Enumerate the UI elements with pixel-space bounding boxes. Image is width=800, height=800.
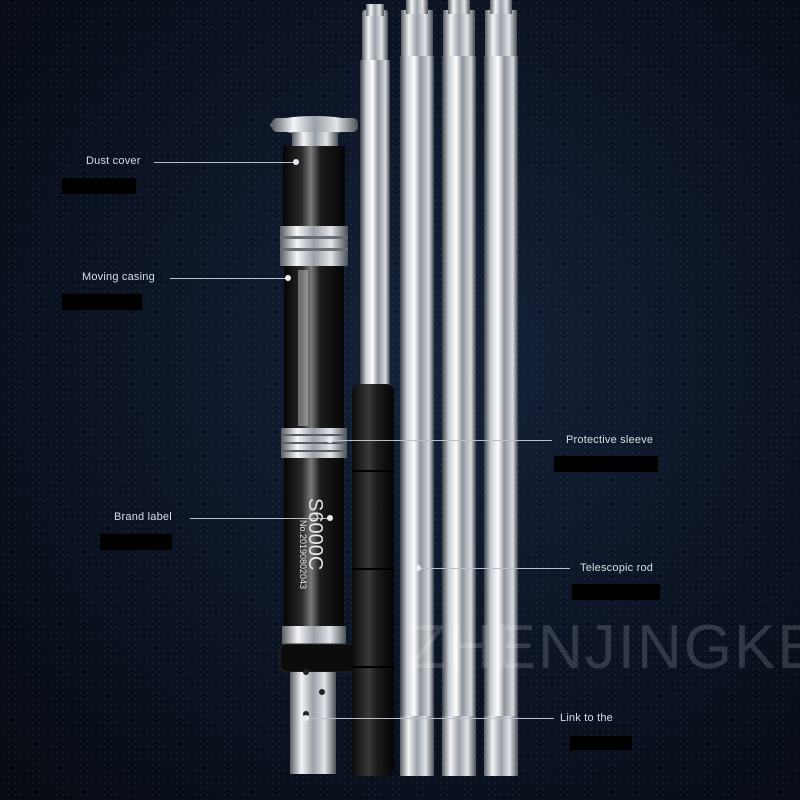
protective-sleeve-dot <box>327 437 333 443</box>
moving-casing-dot <box>285 275 291 281</box>
brand-label-dot <box>327 515 333 521</box>
brand-label-leader <box>190 518 330 519</box>
dust-cover-dot <box>293 159 299 165</box>
telescopic-rod-leader <box>418 568 570 569</box>
brand-label-label: Brand label <box>114 511 172 523</box>
telescopic-rod-label: Telescopic rod <box>580 562 654 574</box>
link-to-the-label: Link to the <box>560 712 613 724</box>
dust-cover-label: Dust cover <box>86 155 141 167</box>
moving-casing-redaction <box>62 294 142 310</box>
telescopic-rods <box>400 0 518 776</box>
telescopic-rod-dot <box>415 565 421 571</box>
dust-cover-redaction <box>62 178 136 194</box>
protective-sleeve-leader <box>330 440 552 441</box>
brand-label-redaction <box>100 534 172 550</box>
telescopic-rod-redaction <box>572 584 660 600</box>
protective-sleeve-rod <box>352 4 394 776</box>
dust-cover-leader <box>154 162 296 163</box>
link-redaction <box>570 736 632 750</box>
link-dot <box>303 715 309 721</box>
serial-text: No.20190802043 <box>298 520 308 590</box>
protective-sleeve-redaction <box>554 456 658 472</box>
protective-sleeve-label: Protective sleeve <box>566 434 654 446</box>
watermark: ZHENJINGKE <box>408 613 800 682</box>
main-tool <box>270 116 358 774</box>
moving-casing-label: Moving casing <box>82 271 155 283</box>
moving-casing-leader <box>170 278 288 279</box>
link-leader <box>306 718 554 719</box>
